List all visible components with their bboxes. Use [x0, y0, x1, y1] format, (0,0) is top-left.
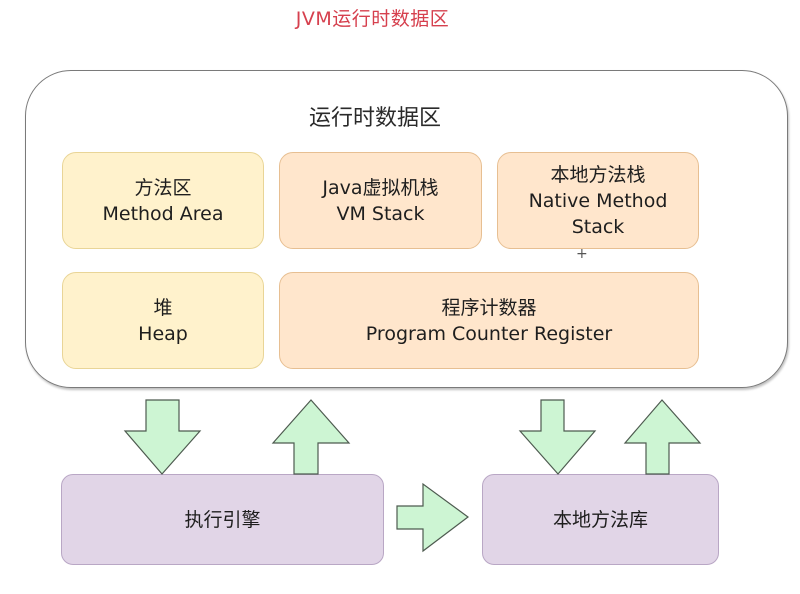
- method-area-en: Method Area: [102, 202, 224, 225]
- native-method-library-box[interactable]: 本地方法库: [482, 474, 719, 565]
- native-stack-en-line2: Stack: [571, 215, 625, 238]
- execution-engine-label: 执行引擎: [184, 508, 261, 531]
- arrow-up-from-execution-engine[interactable]: [271, 399, 351, 475]
- native-stack-en-line1: Native Method: [528, 189, 668, 212]
- heap-cn: 堆: [153, 296, 173, 319]
- vm-stack-en: VM Stack: [336, 202, 425, 225]
- native-stack-cn: 本地方法栈: [550, 163, 646, 186]
- heap-box[interactable]: 堆 Heap: [62, 272, 264, 369]
- vm-stack-cn: Java虚拟机栈: [322, 176, 439, 199]
- method-area-cn: 方法区: [134, 176, 192, 199]
- native-method-library-label: 本地方法库: [552, 508, 648, 531]
- native-method-stack-box[interactable]: 本地方法栈 Native Method Stack: [497, 152, 699, 249]
- arrow-down-to-execution-engine[interactable]: [123, 399, 202, 475]
- method-area-box[interactable]: 方法区 Method Area: [62, 152, 264, 249]
- arrow-down-to-native-library[interactable]: [518, 399, 597, 475]
- diagram-title: JVM运行时数据区: [295, 8, 450, 30]
- crosshair-cursor-icon: +: [576, 246, 588, 262]
- execution-engine-box[interactable]: 执行引擎: [61, 474, 384, 565]
- pc-register-cn: 程序计数器: [441, 296, 537, 319]
- pc-register-en: Program Counter Register: [365, 322, 613, 345]
- arrow-right-engine-to-library[interactable]: [396, 482, 470, 553]
- vm-stack-box[interactable]: Java虚拟机栈 VM Stack: [279, 152, 482, 249]
- heap-en: Heap: [138, 322, 188, 345]
- arrow-up-from-native-library[interactable]: [623, 399, 702, 475]
- program-counter-register-box[interactable]: 程序计数器 Program Counter Register: [279, 272, 699, 369]
- runtime-data-area-label: 运行时数据区: [308, 106, 441, 131]
